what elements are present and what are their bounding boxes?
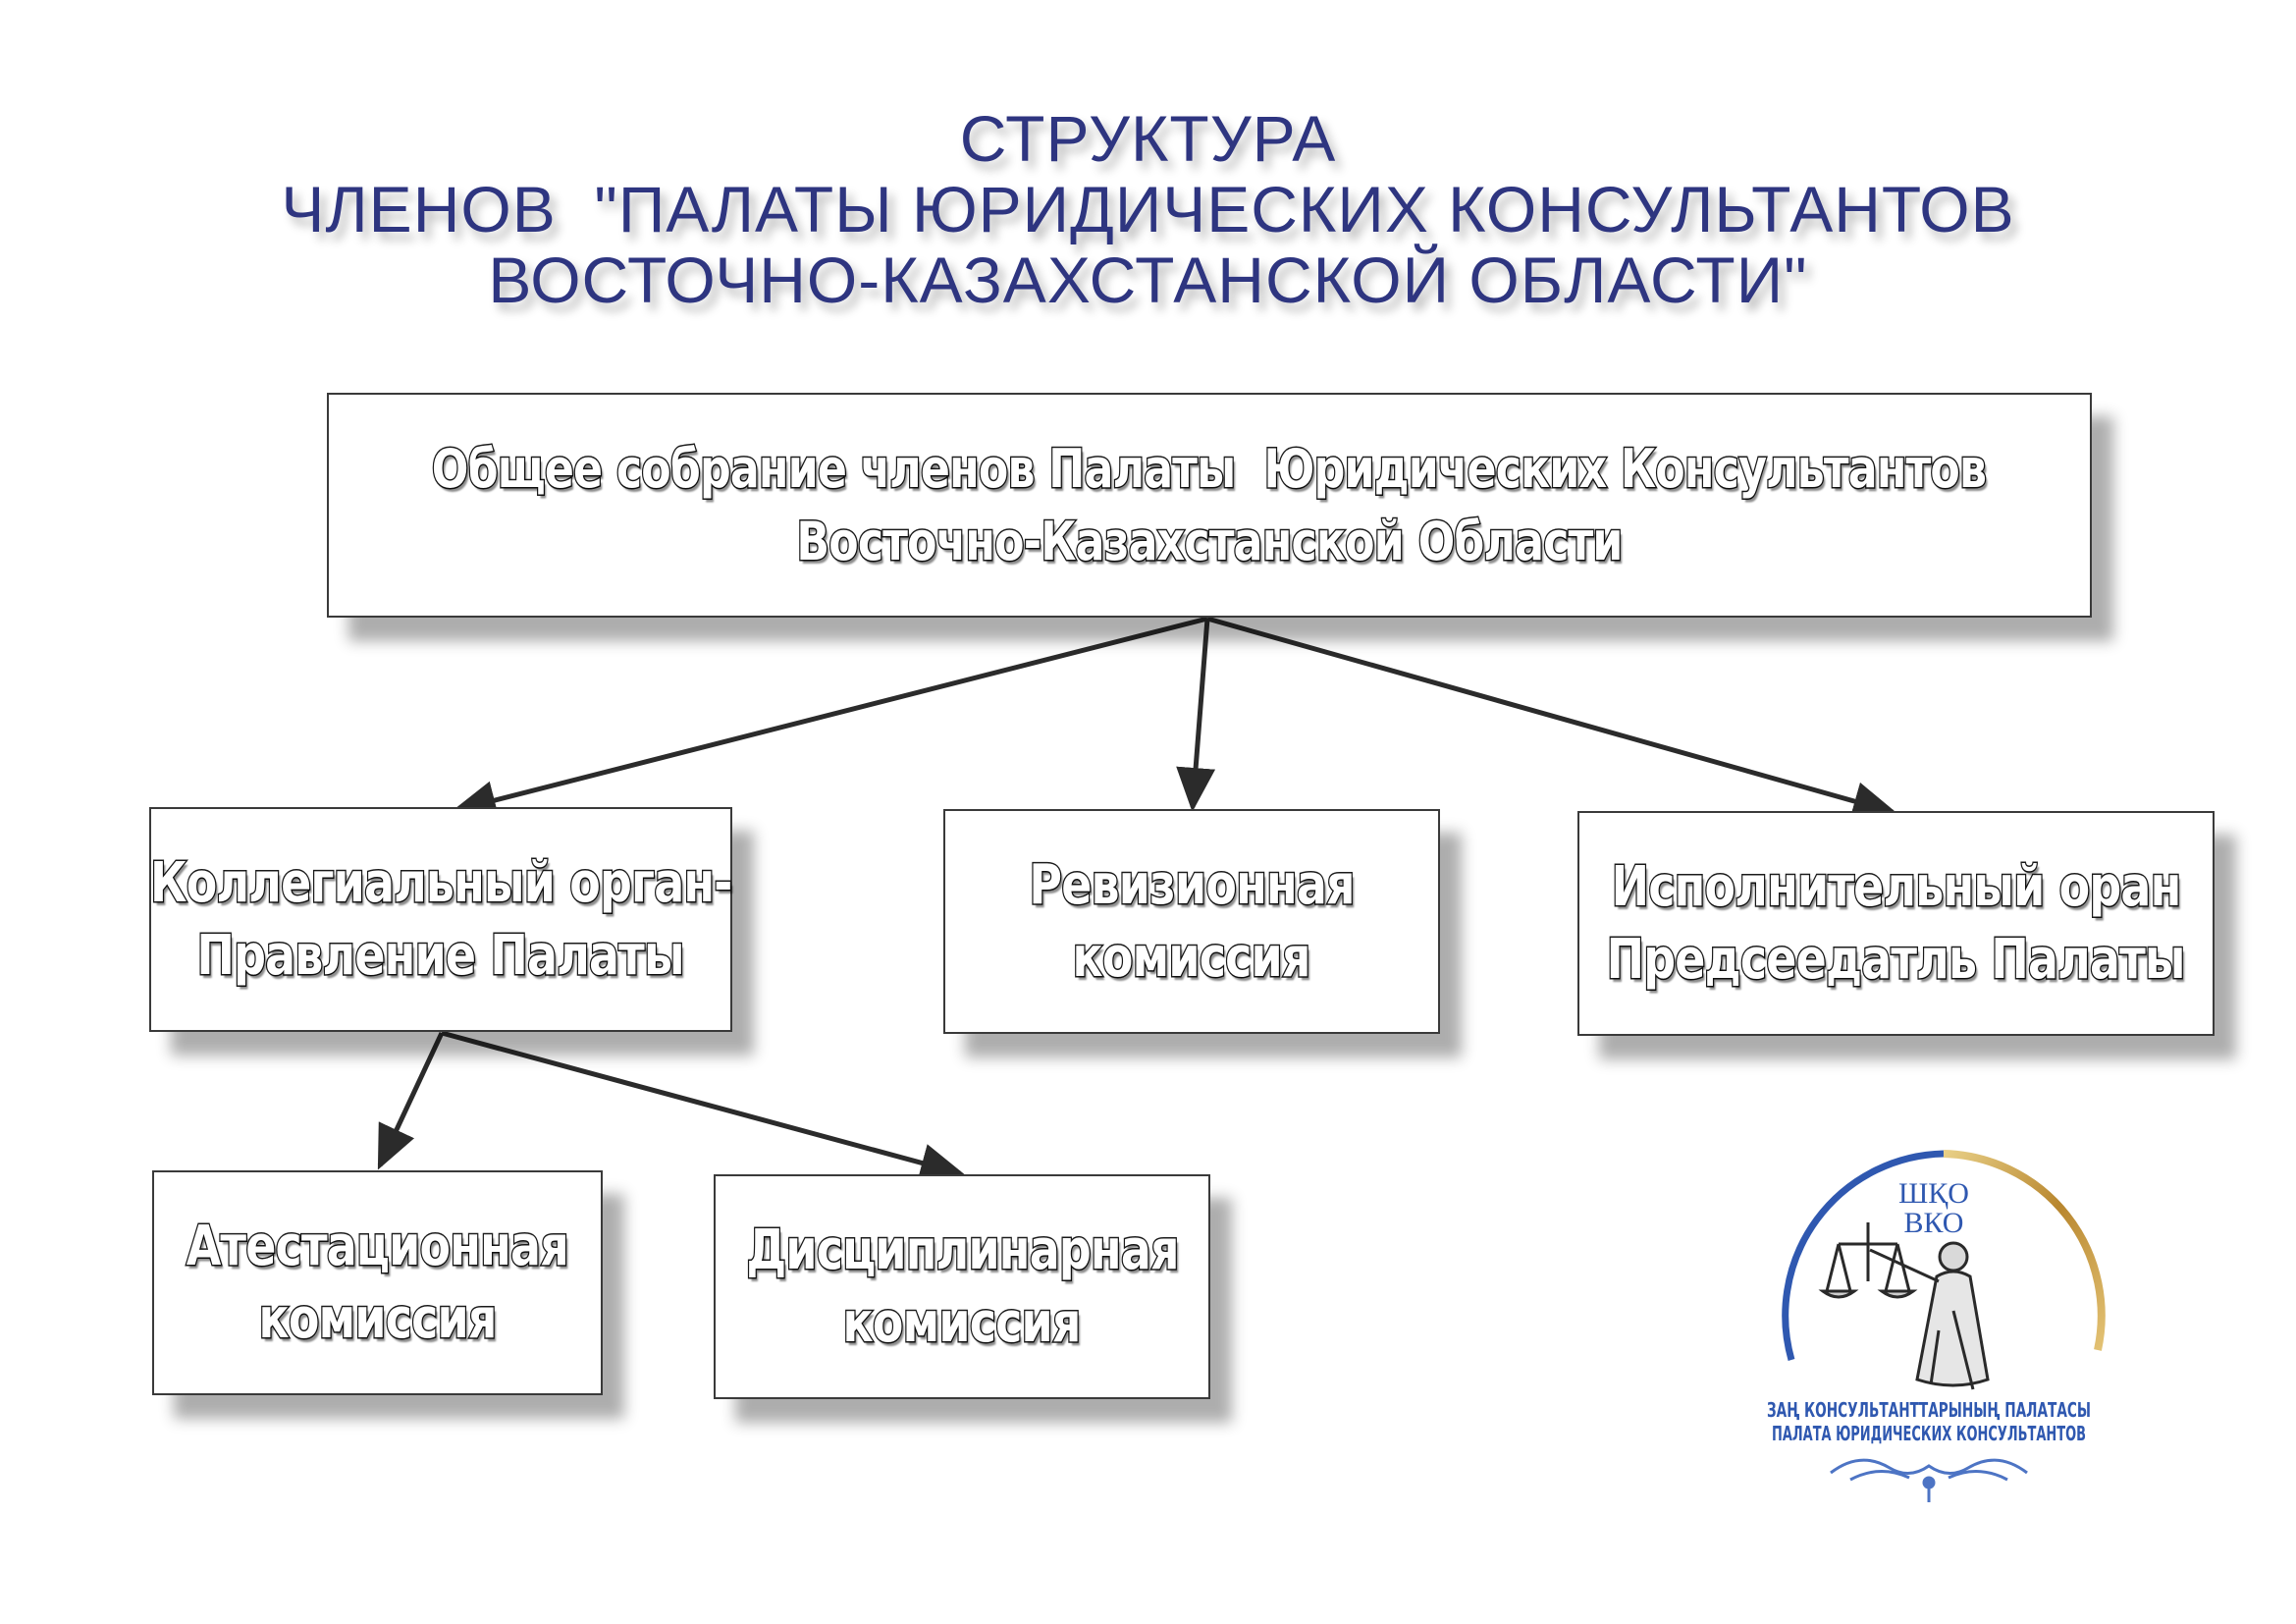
- arrow-general-to-board: [452, 616, 1208, 820]
- logo-abbr-kz: ШҚО: [1898, 1177, 1969, 1210]
- node-executive: Исполнительный оран Предсеедатль Палаты: [1577, 811, 2215, 1036]
- node-board: Коллегиальный орган- Правление Палаты: [149, 807, 734, 1032]
- title-line-3: ВОСТОЧНО-КАЗАХСТАНСКОЙ ОБЛАСТИ": [488, 244, 1808, 316]
- node-disciplinary: Дисциплинарная комиссия: [714, 1174, 1210, 1399]
- page-title: СТРУКТУРА ЧЛЕНОВ "ПАЛАТЫ ЮРИДИЧЕСКИХ КОН…: [0, 103, 2296, 315]
- node-board-line-2: Правление Палаты: [196, 922, 686, 989]
- arrow-board-to-disciplinary: [441, 1030, 965, 1182]
- logo-name-kz: ЗАҢ КОНСУЛЬТАНТТАРЫНЫҢ ПАЛАТАСЫ: [1767, 1398, 2091, 1422]
- arrow-board-to-attestation: [377, 1031, 445, 1170]
- node-general-meeting-line-2: Восточно-Казахстанской Области: [795, 509, 1625, 573]
- title-line-2: ЧЛЕНОВ "ПАЛАТЫ ЮРИДИЧЕСКИХ КОНСУЛЬТАНТОВ: [281, 173, 2015, 245]
- node-disciplinary-line-2: комиссия: [842, 1289, 1083, 1356]
- logo-abbr-ru: ВКО: [1904, 1207, 1964, 1239]
- arrow-general-to-executive: [1206, 616, 1897, 821]
- arrow-general-to-audit: [1176, 618, 1216, 812]
- node-attestation-line-1: Атестационная: [186, 1213, 570, 1279]
- node-audit-line-1: Ревизионная: [1028, 851, 1357, 918]
- logo-ornament-icon: [1830, 1458, 2028, 1502]
- node-executive-line-1: Исполнительный оран: [1610, 853, 2182, 920]
- node-attestation-line-2: комиссия: [257, 1285, 498, 1352]
- lady-justice-icon: [1818, 1222, 1990, 1390]
- node-board-line-1: Коллегиальный орган-: [149, 849, 734, 916]
- node-audit-line-2: комиссия: [1072, 924, 1312, 991]
- node-general-meeting-line-1: Общее собрание членов Палаты Юридических…: [431, 436, 1989, 501]
- logo-ring-gold: [1943, 1150, 2106, 1351]
- node-general-meeting: Общее собрание членов Палаты Юридических…: [327, 393, 2092, 618]
- node-executive-line-2: Предсеедатль Палаты: [1606, 926, 2187, 993]
- title-line-1: СТРУКТУРА: [959, 102, 1337, 175]
- node-disciplinary-line-1: Дисциплинарная: [745, 1217, 1181, 1283]
- node-audit: Ревизионная комиссия: [943, 809, 1440, 1034]
- node-attestation: Атестационная комиссия: [152, 1170, 603, 1395]
- logo-name-ru: ПАЛАТА ЮРИДИЧЕСКИХ КОНСУЛЬТАНТОВ: [1772, 1422, 2086, 1445]
- chamber-logo: ШҚО ВКО ЗАҢ КОНСУЛЬТАНТТАРЫНЫҢ ПАЛАТАСЫ …: [1752, 1134, 2135, 1507]
- logo-ring-blue: [1782, 1150, 1945, 1361]
